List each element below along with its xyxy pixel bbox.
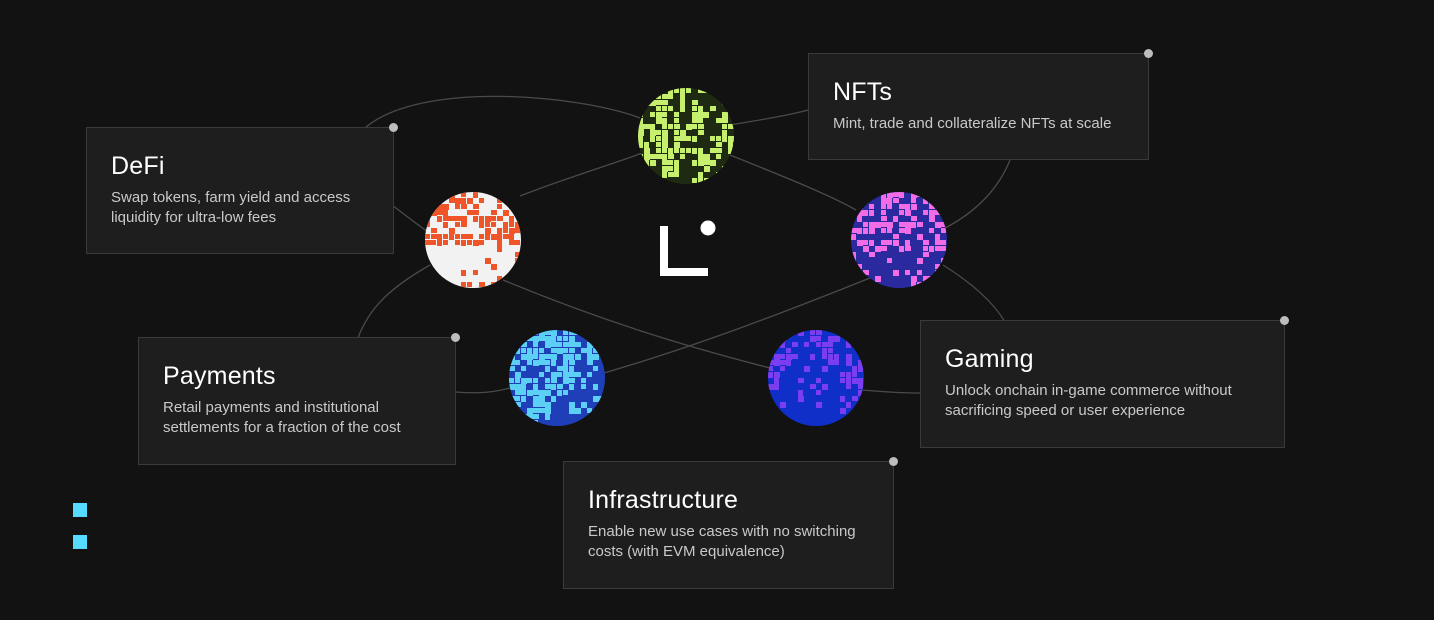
anchor-dot-icon [389,123,398,132]
card-title: Infrastructure [588,486,739,514]
card-description: Unlock onchain in-game commerce without … [945,382,1232,419]
card-description: Enable new use cases with no switching c… [588,523,856,560]
anchor-dot-icon [451,333,460,342]
square-icon [73,503,87,517]
card-description: Mint, trade and collateralize NFTs at sc… [833,115,1112,132]
defi-orb [425,192,521,288]
gaming-card[interactable]: Gaming Unlock onchain in-game commerce w… [920,316,1289,448]
anchor-dot-icon [1280,316,1289,325]
card-description: Retail payments and institutional settle… [163,399,401,436]
square-icon [73,535,87,549]
anchor-dot-icon [889,457,898,466]
card-title: Gaming [945,345,1034,373]
infrastructure-card[interactable]: Infrastructure Enable new use cases with… [563,457,898,589]
infrastructure-orb [768,330,864,426]
payments-orb [509,330,605,426]
card-title: DeFi [111,152,165,180]
card-title: NFTs [833,78,893,106]
card-title: Payments [163,362,276,390]
gaming-orb [851,192,947,288]
anchor-dot-icon [1144,49,1153,58]
nfts-orb [638,88,734,184]
payments-card[interactable]: Payments Retail payments and institution… [138,333,460,465]
defi-card[interactable]: DeFi Swap tokens, farm yield and access … [86,123,398,254]
linea-logo-icon [660,218,718,278]
card-description: Swap tokens, farm yield and access liqui… [111,189,351,226]
nfts-card[interactable]: NFTs Mint, trade and collateralize NFTs … [808,49,1153,160]
